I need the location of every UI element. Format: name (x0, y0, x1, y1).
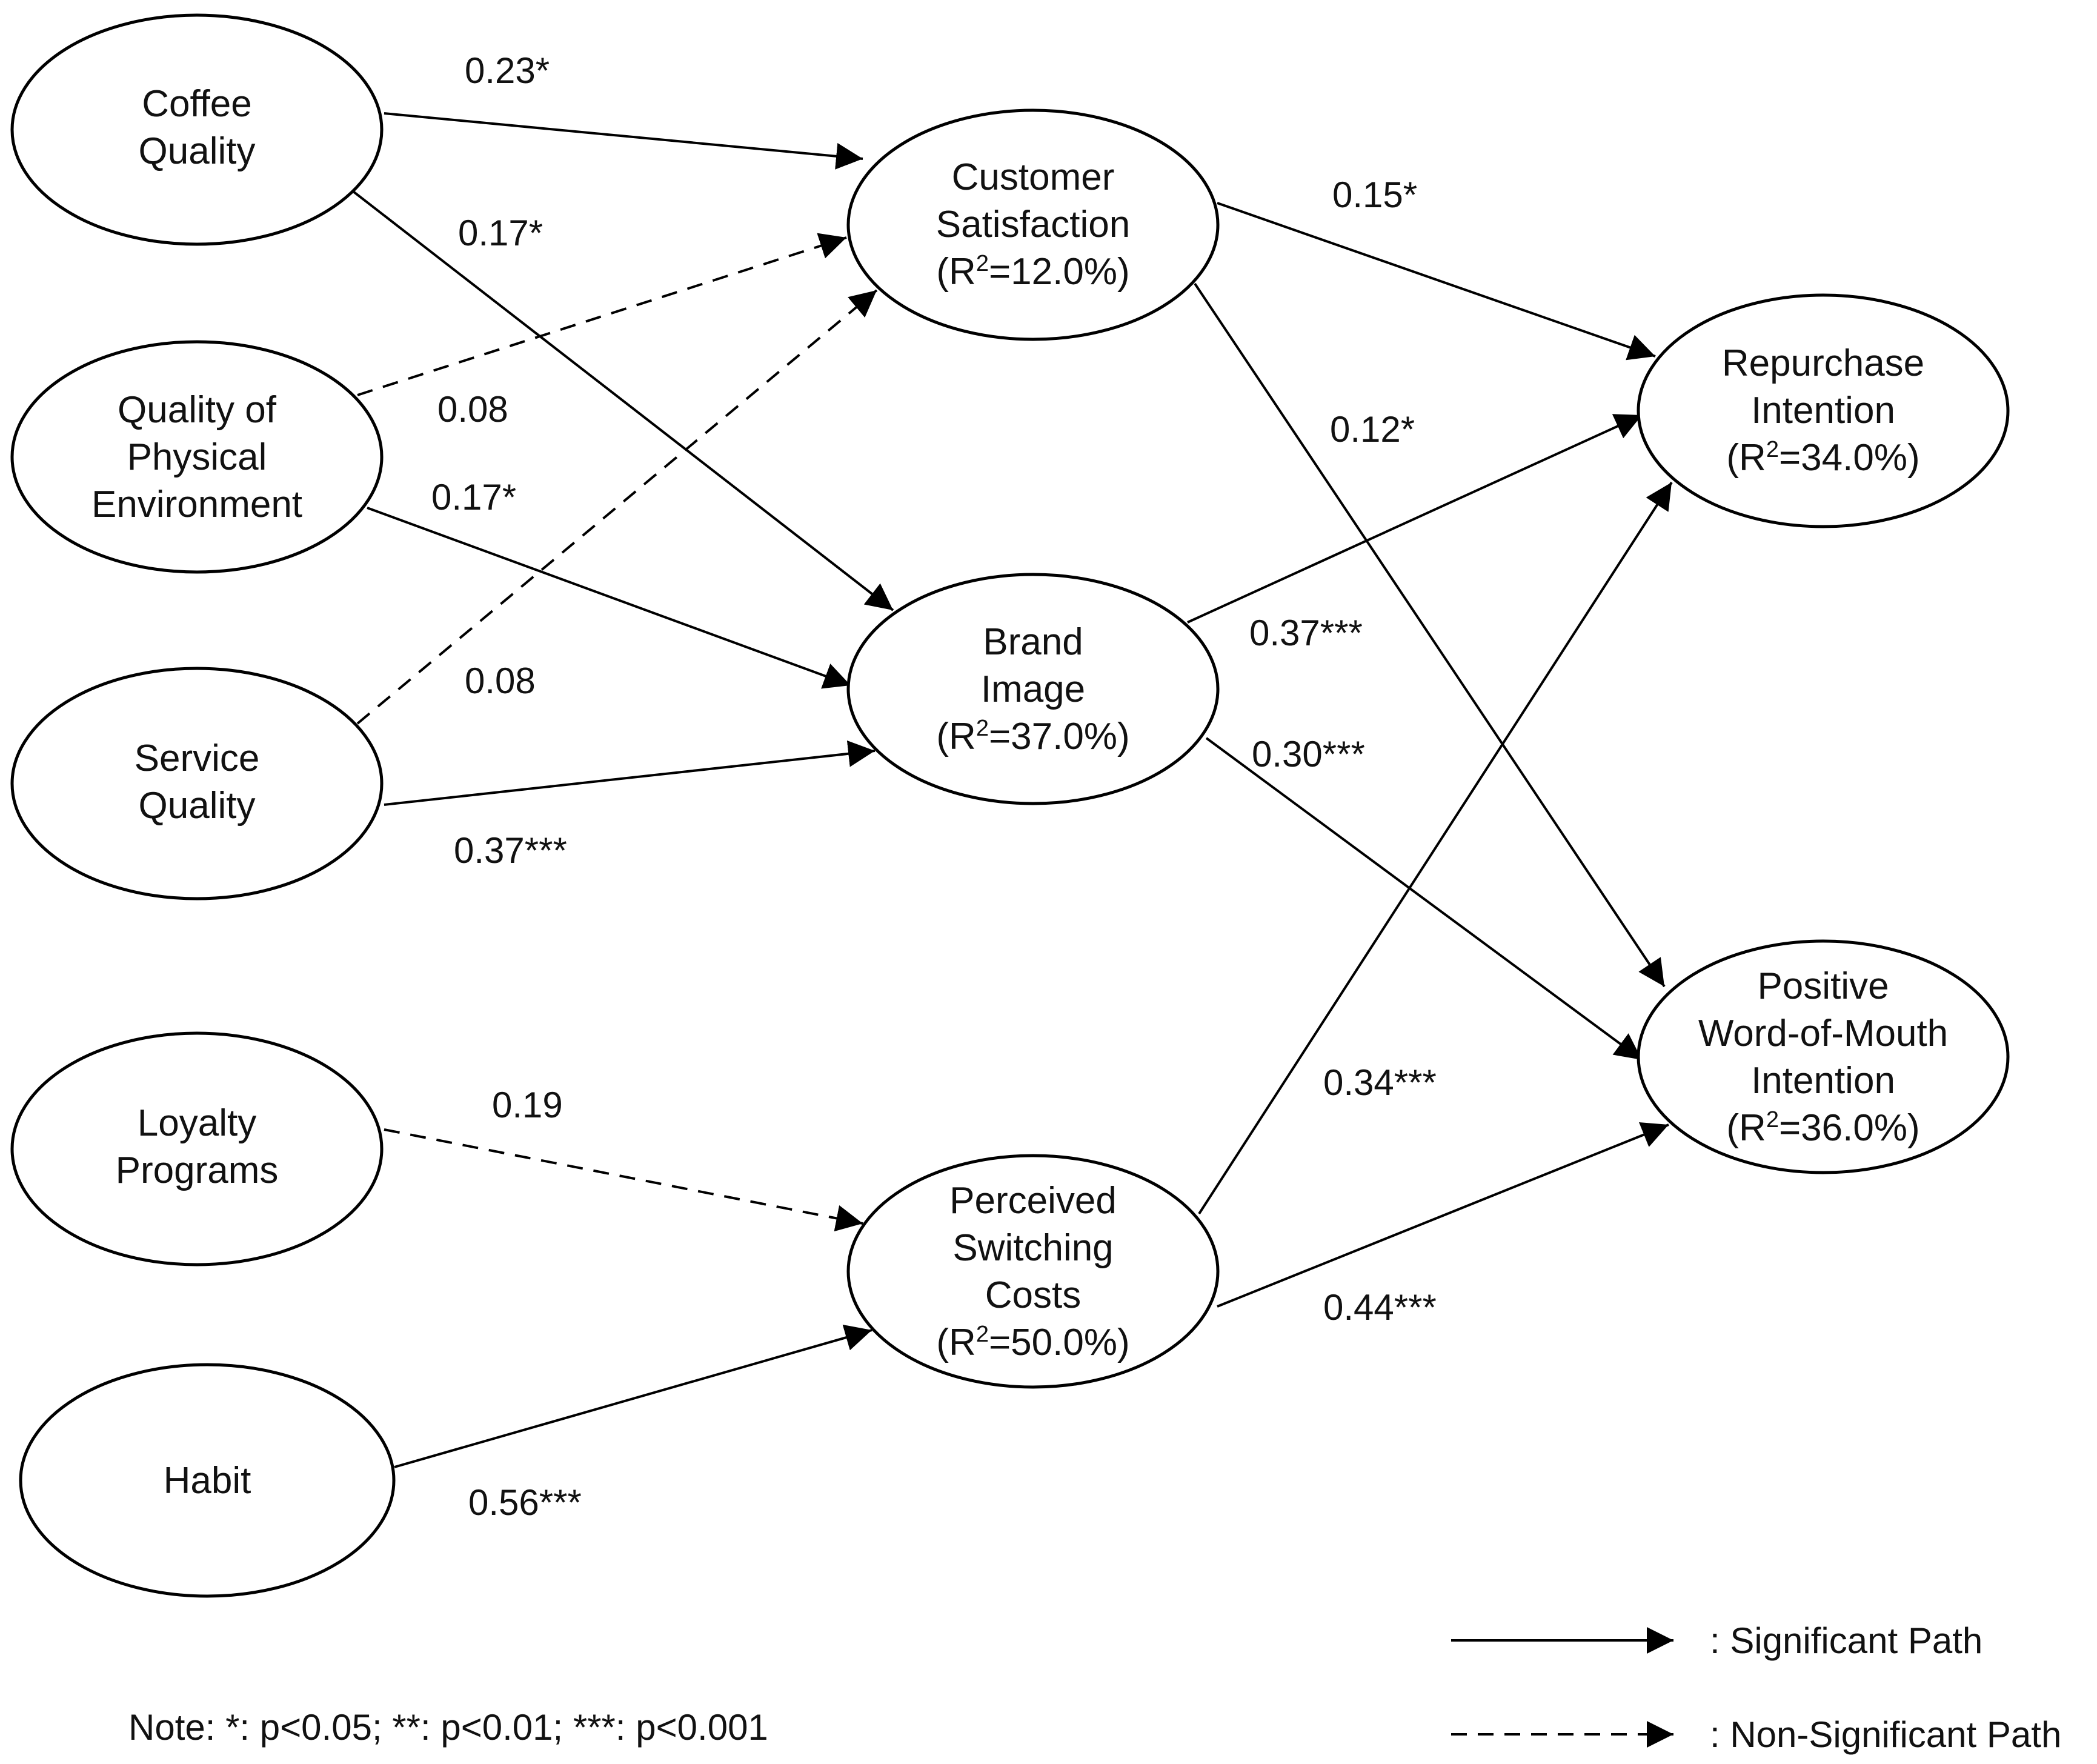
coef-satisfaction-repurchase: 0.15* (1332, 175, 1417, 215)
node-coffee-quality: Coffee Quality (10, 13, 384, 246)
node-repurchase-intention: Repurchase Intention (R2=34.0%) (1637, 293, 2010, 528)
coef-physical-satisfaction: 0.08 (437, 389, 508, 430)
path-brand-repurchase (1187, 414, 1643, 624)
legend-non-significant-label: : Non-Significant Path (1710, 1714, 2061, 1755)
r2-label: (R2=50.0%) (936, 1322, 1129, 1363)
paths (352, 112, 1673, 1468)
coef-coffee-satisfaction: 0.23* (465, 50, 550, 91)
path-satisfaction-repurchase (1217, 202, 1656, 361)
coef-service-brand: 0.37*** (454, 830, 567, 871)
legend-significant-label: : Significant Path (1710, 1620, 1982, 1661)
node-service-quality: Service Quality (10, 667, 384, 900)
path-service-satisfaction (356, 289, 878, 725)
node-wom-intention: Positive Word-of-Mouth Intention (R2=36.… (1637, 939, 2010, 1174)
node-label-line: Environment (91, 484, 302, 525)
path-coffee-satisfaction (384, 112, 863, 170)
node-label-line: Costs (985, 1274, 1081, 1316)
path-switching-repurchase (1198, 481, 1673, 1215)
path-brand-wom (1205, 737, 1643, 1061)
path-physical-satisfaction (357, 233, 847, 396)
coef-coffee-brand: 0.17* (458, 213, 543, 253)
node-label-line: Satisfaction (936, 204, 1131, 245)
node-label-line: Loyalty (138, 1102, 256, 1144)
node-label-line: Quality (139, 785, 256, 827)
node-label-line: Intention (1751, 1060, 1895, 1102)
path-coefficients: 0.23* 0.17* 0.08 0.17* 0.08 0.37*** 0.15… (431, 50, 1437, 1523)
node-loyalty-programs: Loyalty Programs (10, 1031, 384, 1266)
node-label-line: Habit (164, 1460, 251, 1502)
node-brand-image: Brand Image (R2=37.0%) (846, 573, 1220, 805)
path-satisfaction-wom (1194, 282, 1666, 988)
node-label-line: Service (135, 737, 260, 779)
coef-switching-repurchase: 0.34*** (1323, 1062, 1437, 1103)
coef-brand-repurchase: 0.37*** (1249, 613, 1363, 653)
node-label-line: Customer (952, 156, 1115, 198)
node-label-line: Programs (116, 1150, 279, 1191)
path-loyalty-switching (384, 1128, 863, 1232)
node-label-line: Coffee (142, 83, 252, 125)
path-physical-brand (367, 507, 851, 689)
significance-note: Note: *: p<0.05; **: p<0.01; ***: p<0.00… (128, 1707, 768, 1748)
node-label-line: Word-of-Mouth (1698, 1013, 1948, 1054)
node-label-line: Repurchase (1722, 342, 1924, 384)
node-label-line: Perceived (949, 1180, 1117, 1222)
r2-label: (R2=12.0%) (936, 251, 1129, 293)
path-service-brand (384, 740, 876, 806)
node-switching-costs: Perceived Switching Costs (R2=50.0%) (846, 1154, 1220, 1389)
node-habit: Habit (19, 1363, 396, 1598)
r2-label: (R2=37.0%) (936, 716, 1129, 757)
node-physical-environment: Quality of Physical Environment (10, 340, 384, 574)
coef-loyalty-switching: 0.19 (492, 1085, 563, 1125)
r2-label: (R2=36.0%) (1726, 1107, 1919, 1149)
node-label-line: Physical (127, 436, 267, 478)
coef-physical-brand: 0.17* (431, 477, 516, 518)
path-switching-wom (1217, 1122, 1669, 1308)
node-customer-satisfaction: Customer Satisfaction (R2=12.0%) (846, 108, 1220, 341)
coef-habit-switching: 0.56*** (468, 1482, 582, 1523)
node-label-line: Brand (983, 621, 1083, 663)
node-label-line: Positive (1757, 965, 1889, 1007)
coef-switching-wom: 0.44*** (1323, 1287, 1437, 1328)
legend: : Significant Path : Non-Significant Pat… (1451, 1620, 2061, 1755)
node-label-line: Quality of (118, 389, 277, 431)
coef-satisfaction-wom: 0.12* (1330, 409, 1415, 450)
coef-brand-wom: 0.30*** (1252, 734, 1365, 774)
node-label-line: Intention (1751, 390, 1895, 431)
coef-service-satisfaction: 0.08 (465, 661, 536, 701)
node-label-line: Image (981, 668, 1085, 710)
node-label-line: Quality (139, 130, 256, 172)
node-label-line: Switching (952, 1227, 1113, 1269)
path-coffee-brand (352, 190, 894, 611)
path-habit-switching (394, 1324, 872, 1468)
r2-label: (R2=34.0%) (1726, 437, 1919, 479)
